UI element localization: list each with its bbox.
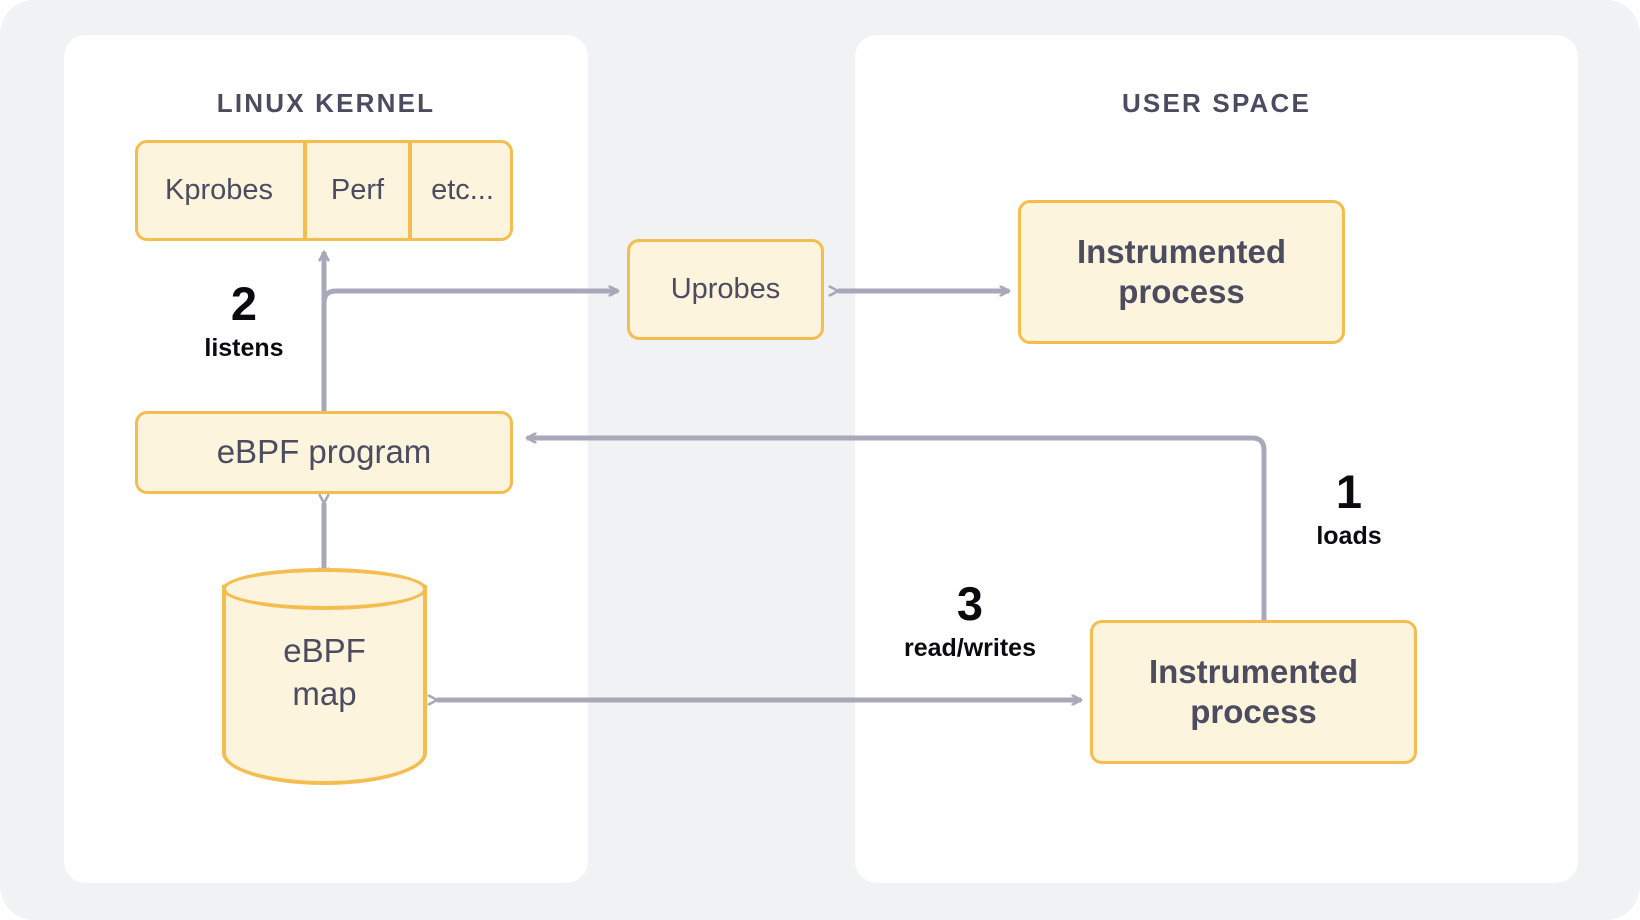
node-uprobes-label: Uprobes [670,272,781,305]
step-caption-listens: listens [204,334,284,362]
probe-cell-etc[interactable]: etc... [408,143,510,238]
proc-top-line1: Instrumented [1076,232,1287,270]
proc-top-line2: process [1118,273,1245,310]
step-number-3: 3 [956,577,984,630]
node-instrumented-process-top[interactable]: Instrumented process [1018,200,1345,344]
node-probe-strip[interactable]: Kprobes Perf etc... [135,140,513,241]
node-instrumented-process-top-label: Instrumented process [1077,232,1286,313]
proc-bottom-line2: process [1190,693,1317,730]
step-annotation-read-writes: 3 read/writes [880,580,1060,661]
step-annotation-loads: 1 loads [1290,468,1408,549]
step-caption-loads: loads [1316,522,1382,550]
node-ebpf-map[interactable]: eBPF map [222,568,427,802]
node-ebpf-program[interactable]: eBPF program [135,411,513,494]
node-instrumented-process-bottom[interactable]: Instrumented process [1090,620,1417,764]
probe-cell-perf[interactable]: Perf [303,143,408,238]
node-instrumented-process-bottom-label: Instrumented process [1149,652,1358,733]
step-number-1: 1 [1335,465,1363,518]
cylinder-top-ellipse [222,568,427,610]
cylinder-body [222,585,427,785]
step-caption-read-writes: read/writes [903,634,1036,662]
node-ebpf-map-label-line2: map [292,674,357,712]
panel-title-user-space: USER SPACE [1121,88,1312,118]
step-annotation-listens: 2 listens [185,280,303,361]
panel-title-linux-kernel: LINUX KERNEL [216,88,436,118]
probe-cell-kprobes[interactable]: Kprobes [164,173,273,206]
node-ebpf-map-label-line1: eBPF [283,632,366,669]
node-uprobes[interactable]: Uprobes [627,239,824,340]
step-number-2: 2 [230,277,258,330]
proc-bottom-line1: Instrumented [1148,652,1359,690]
node-ebpf-program-label: eBPF program [216,433,432,471]
node-ebpf-map-label: eBPF map [222,630,427,716]
